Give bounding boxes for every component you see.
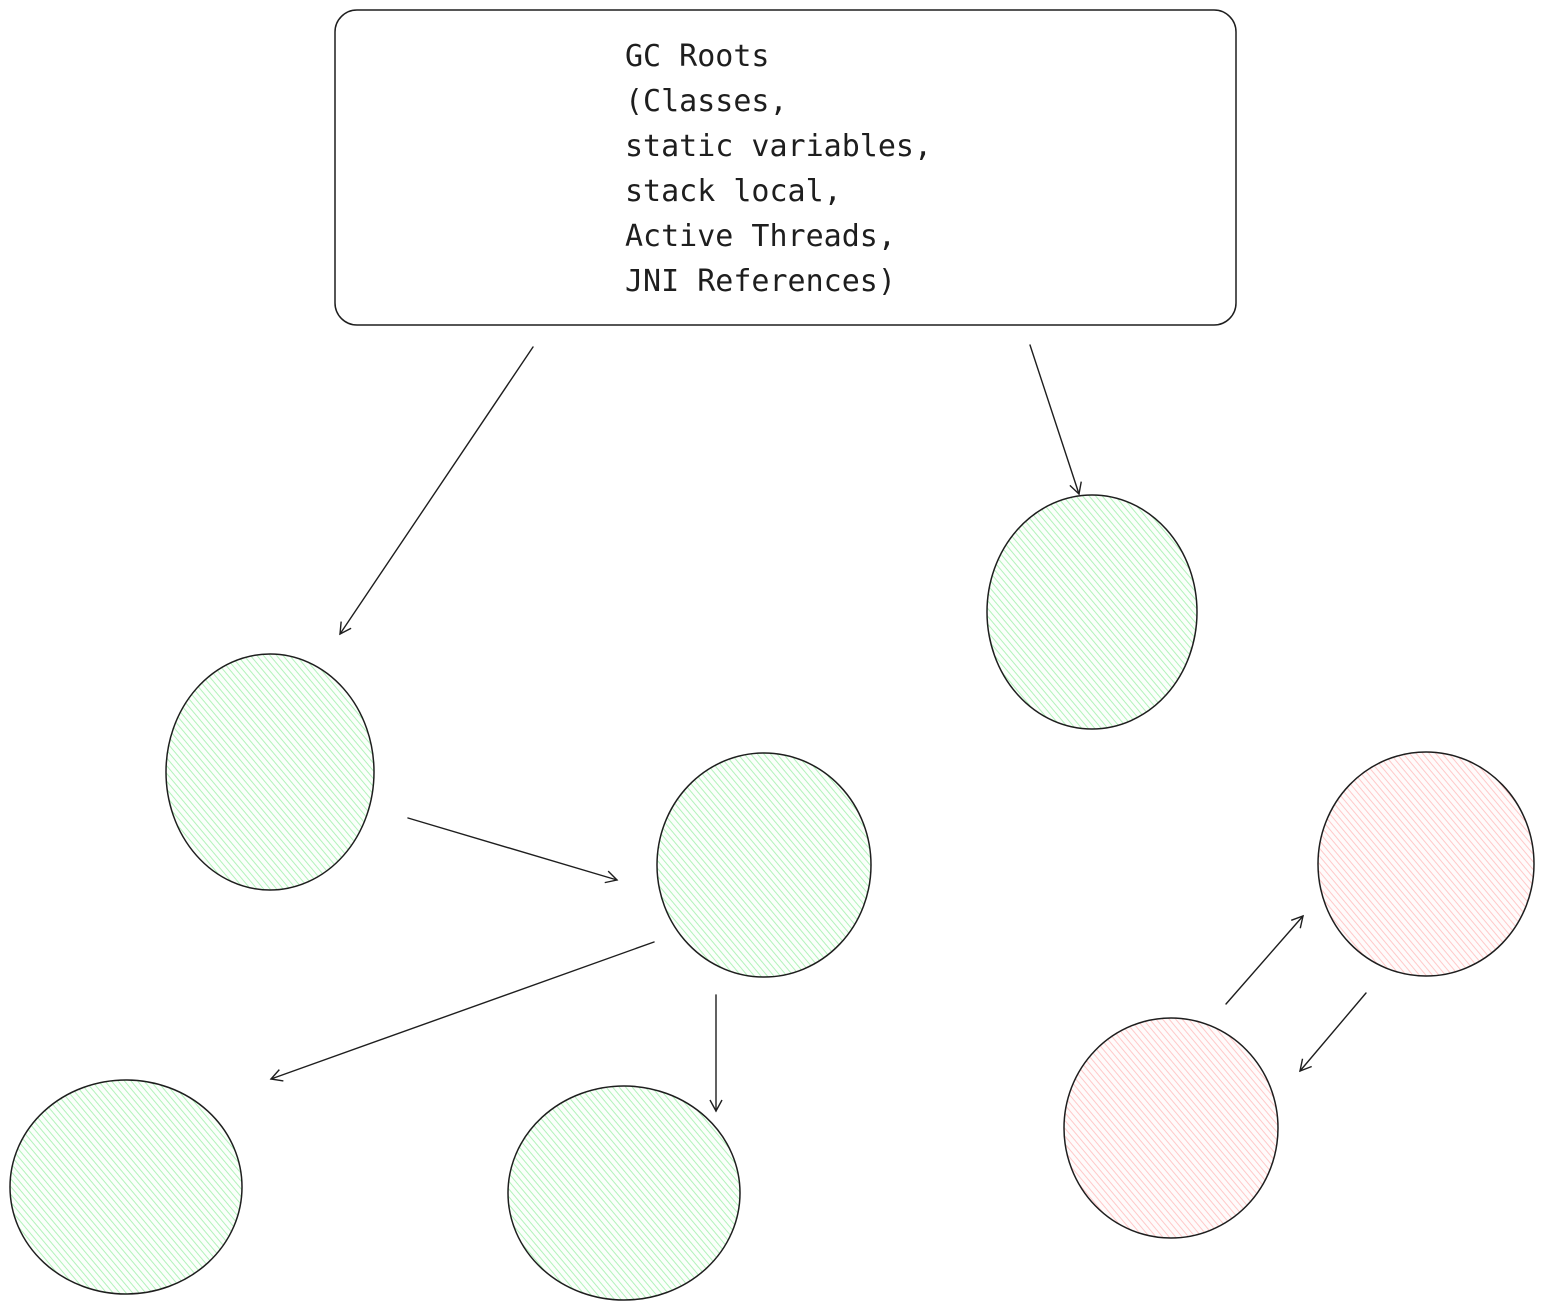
- gc-roots-line: JNI References): [625, 264, 896, 299]
- reference-arrow: [407, 817, 619, 884]
- reachable-object-node: [507, 1085, 741, 1301]
- cyclic-reference-arrow: [1225, 914, 1304, 1005]
- unreachable-object-node: [1317, 751, 1535, 977]
- gc-roots-line: stack local,: [625, 174, 842, 209]
- reachable-object-node: [986, 494, 1198, 730]
- gc-roots-line: Active Threads,: [625, 219, 896, 254]
- reference-arrow: [1029, 344, 1082, 496]
- gc-roots-line: (Classes,: [625, 84, 788, 119]
- unreachable-object-node: [1063, 1017, 1279, 1239]
- gc-roots-line: GC Roots: [625, 39, 770, 74]
- cyclic-reference-arrow: [1299, 992, 1367, 1073]
- reachable-object-node: [656, 752, 872, 978]
- reachable-object-node: [9, 1079, 243, 1295]
- reachable-object-node: [165, 653, 375, 891]
- gc-roots-box: GC Roots (Classes, static variables, sta…: [334, 9, 1237, 326]
- reference-arrow: [339, 346, 534, 636]
- gc-roots-line: static variables,: [625, 129, 932, 164]
- reference-arrow: [269, 941, 655, 1082]
